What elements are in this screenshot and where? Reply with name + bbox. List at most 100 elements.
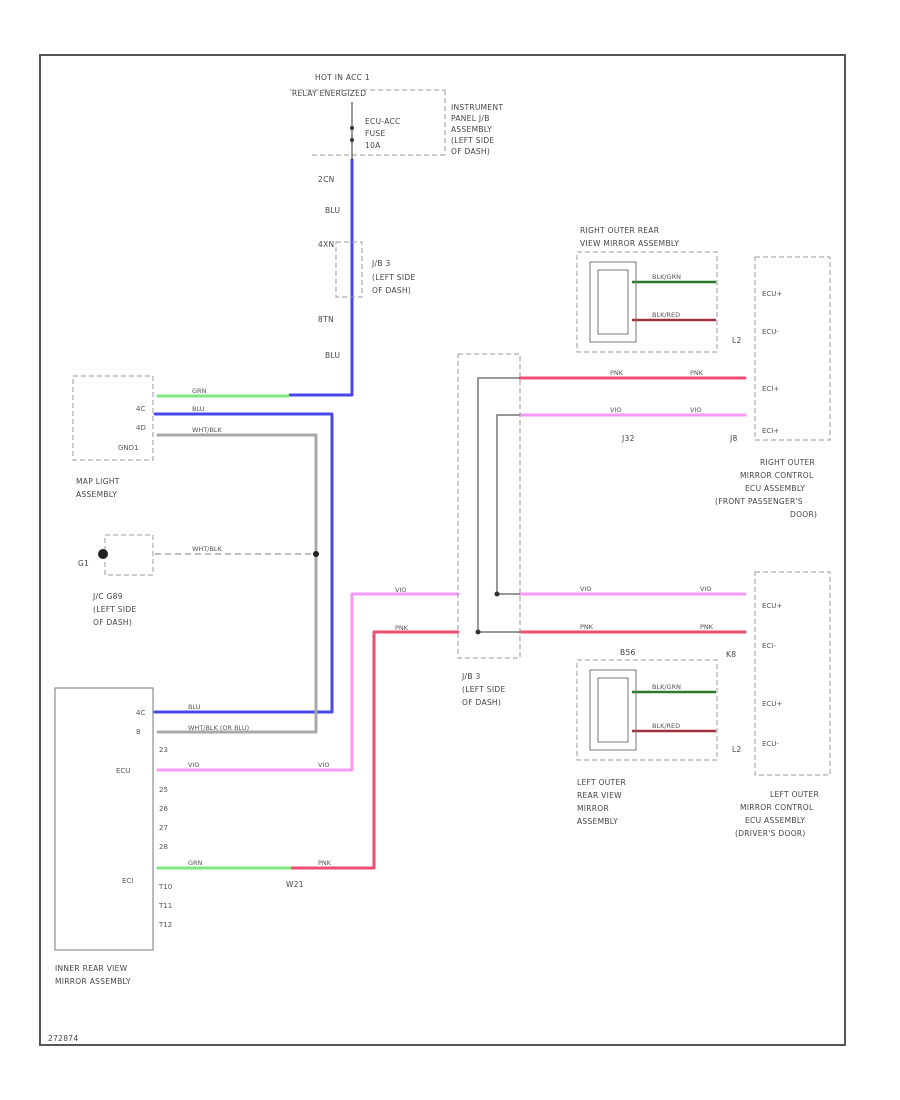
wl-pnk-r1: PNK [610, 369, 624, 377]
blu-label-2: BLU [325, 351, 340, 360]
svg-text:27: 27 [159, 824, 168, 832]
svg-text:MIRROR CONTROL: MIRROR CONTROL [740, 803, 814, 812]
wl-vio-inner2: VIO [318, 761, 329, 769]
ecu-l-pin-4: ECU- [762, 740, 779, 748]
left-ecu-label: LEFT OUTER MIRROR CONTROL ECU ASSEMBLY (… [735, 790, 819, 838]
left-mirror-motor-outer [589, 669, 637, 751]
right-ecu-box [754, 256, 831, 441]
svg-text:OF DASH): OF DASH) [93, 618, 132, 627]
wl-whtblk-or: WHT/BLK (OR BLU) [188, 724, 249, 732]
wire-blue-feed [288, 158, 354, 397]
svg-text:23: 23 [159, 746, 168, 754]
svg-text:25: 25 [159, 786, 168, 794]
svg-text:MIRROR ASSEMBLY: MIRROR ASSEMBLY [55, 977, 131, 986]
wl-pnk-r2: PNK [690, 369, 704, 377]
svg-text:ASSEMBLY: ASSEMBLY [451, 125, 492, 134]
wl-blkred-r: BLK/RED [652, 311, 680, 319]
wl-grn-bottom: GRN [188, 859, 203, 867]
svg-text:4C: 4C [136, 709, 145, 717]
map-light-box [72, 375, 154, 461]
svg-text:T10: T10 [158, 883, 172, 891]
map-light-label: MAP LIGHT ASSEMBLY [76, 477, 120, 499]
svg-text:J/B 3: J/B 3 [461, 672, 481, 681]
conn-b: B56 [620, 648, 636, 657]
wl-blkgrn-l: BLK/GRN [652, 683, 681, 691]
wire-gray [156, 433, 318, 734]
svg-text:LEFT OUTER: LEFT OUTER [770, 790, 819, 799]
wl-pnk-jb: PNK [395, 624, 409, 632]
wl-blkgrn-r: BLK/GRN [652, 273, 681, 281]
inner-mirror-box [54, 687, 154, 951]
svg-text:MIRROR: MIRROR [577, 804, 609, 813]
svg-text:(DRIVER'S DOOR): (DRIVER'S DOOR) [735, 829, 806, 838]
jb-dot-1 [475, 629, 481, 635]
left-mirror-motor-inner [597, 677, 629, 743]
conn-j32: J32 [621, 434, 635, 443]
ecu-r-pin-2: ECU- [762, 328, 779, 336]
wl-vio-jb: VIO [395, 586, 406, 594]
ipjb-label: INSTRUMENT PANEL J/B ASSEMBLY (LEFT SIDE… [451, 103, 503, 156]
wire-jb-int2 [496, 414, 520, 595]
wl-pnk-l2: PNK [700, 623, 714, 631]
diagram-frame [39, 54, 846, 1046]
conn-w-label: W21 [286, 880, 304, 889]
svg-text:VIEW MIRROR ASSEMBLY: VIEW MIRROR ASSEMBLY [580, 239, 679, 248]
svg-text:MAP LIGHT: MAP LIGHT [76, 477, 120, 486]
inner-mirror-pins: 4C 8 23 ECU 25 26 27 28 ECI T10 T11 T12 [116, 709, 172, 929]
svg-text:(LEFT SIDE: (LEFT SIDE [372, 273, 415, 282]
svg-text:ECU ASSEMBLY: ECU ASSEMBLY [745, 816, 805, 825]
wire-blue-inner [153, 412, 334, 714]
wl-whtblk-top: WHT/BLK [192, 426, 223, 434]
wl-vio-r2: VIO [690, 406, 701, 414]
relay-label: RELAY ENERGIZED [292, 89, 366, 98]
wl-whtblk-mid: WHT/BLK [192, 545, 223, 553]
jc-label: J/C G89 (LEFT SIDE OF DASH) [92, 592, 136, 627]
svg-text:(FRONT PASSENGER'S: (FRONT PASSENGER'S [715, 497, 803, 506]
map-pin-2: 4D [136, 424, 146, 432]
svg-text:OF DASH): OF DASH) [372, 286, 411, 295]
conn-k8: K8 [726, 650, 736, 659]
conn-j8: J8 [729, 434, 738, 443]
wl-blu-top: BLU [192, 405, 205, 413]
svg-text:28: 28 [159, 843, 168, 851]
conn-8-label: 8TN [318, 315, 334, 324]
svg-text:REAR VIEW: REAR VIEW [577, 791, 622, 800]
conn-4-label: 4XN [318, 240, 334, 249]
svg-text:ASSEMBLY: ASSEMBLY [577, 817, 618, 826]
svg-text:LEFT OUTER: LEFT OUTER [577, 778, 626, 787]
ecu-l-pin-3: ECU+ [762, 700, 782, 708]
wire-jb-int1 [477, 377, 520, 633]
wl-vio-l1: VIO [580, 585, 591, 593]
svg-text:8: 8 [136, 728, 140, 736]
jb-dot-2 [494, 591, 500, 597]
wire-red-inner [288, 630, 460, 870]
wl-pnk-bottom: PNK [318, 859, 332, 867]
svg-text:MIRROR CONTROL: MIRROR CONTROL [740, 471, 814, 480]
svg-text:T11: T11 [158, 902, 172, 910]
inner-mirror-label: INNER REAR VIEW MIRROR ASSEMBLY [55, 964, 131, 986]
svg-text:RIGHT OUTER REAR: RIGHT OUTER REAR [580, 226, 659, 235]
svg-text:DOOR): DOOR) [790, 510, 817, 519]
svg-text:ECU: ECU [116, 767, 130, 775]
fuse-size: 10A [365, 141, 381, 150]
footer-code: 272874 [48, 1034, 78, 1043]
wire-pink-inner [156, 592, 460, 772]
jb3-top-box [335, 241, 363, 298]
fuse-name: ECU-ACC [365, 117, 401, 126]
svg-text:ECU ASSEMBLY: ECU ASSEMBLY [745, 484, 805, 493]
jb3-mid-box [457, 353, 521, 659]
svg-text:OF DASH): OF DASH) [462, 698, 501, 707]
svg-text:(LEFT SIDE: (LEFT SIDE [93, 605, 136, 614]
ecu-l-pin-1: ECU+ [762, 602, 782, 610]
ecu-r-pin-4: ECI+ [762, 427, 779, 435]
wl-vio-inner: VIO [188, 761, 199, 769]
right-mirror-motor-inner [597, 269, 629, 335]
wl-blkred-l: BLK/RED [652, 722, 680, 730]
hot-label: HOT IN ACC 1 [315, 73, 370, 82]
svg-text:PANEL J/B: PANEL J/B [451, 114, 490, 123]
jb3-top-label: J/B 3 (LEFT SIDE OF DASH) [371, 259, 415, 295]
blu-label-1: BLU [325, 206, 340, 215]
map-pin-1: 4C [136, 405, 145, 413]
wl-pnk-l1: PNK [580, 623, 594, 631]
ecu-l-pin-2: ECI- [762, 642, 776, 650]
